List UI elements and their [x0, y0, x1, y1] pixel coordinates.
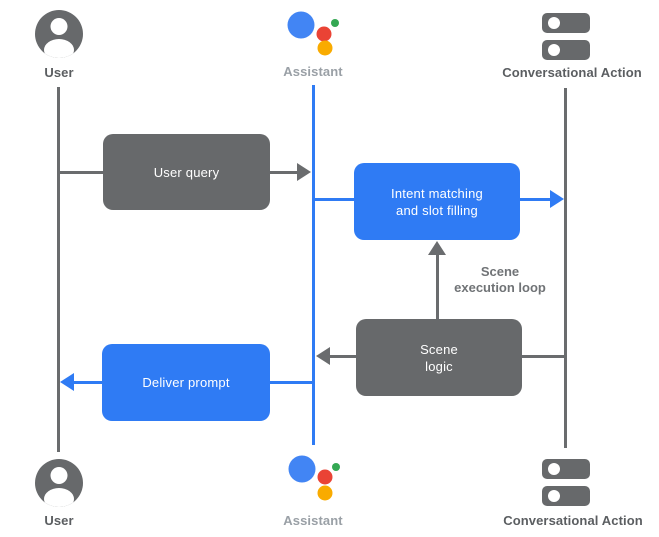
edge-scene-logic-to-intent: [436, 255, 439, 319]
intent-matching-node: Intent matching and slot filling: [354, 163, 520, 240]
intent-matching-label-line2: and slot filling: [396, 202, 478, 218]
edge-assistant-to-intent: [313, 198, 354, 201]
conversational-action-label-bottom: Conversational Action: [503, 513, 643, 528]
user-label-bottom: User: [44, 513, 74, 528]
arrowhead-intent-to-conversational-action: [550, 190, 564, 208]
assistant-label-top: Assistant: [283, 64, 343, 79]
edge-intent-to-conversational-action: [520, 198, 550, 201]
conversational-action-label-top: Conversational Action: [502, 65, 642, 80]
scene-execution-loop-line2: execution loop: [454, 280, 546, 295]
person-avatar-icon: [35, 459, 83, 507]
server-stack-icon: [542, 459, 590, 506]
edge-assistant-to-deliver-prompt: [270, 381, 314, 384]
edge-user-to-user-query: [57, 171, 104, 174]
edge-scene-logic-to-assistant: [330, 355, 356, 358]
user-query-node: User query: [103, 134, 270, 210]
conversational-action-lifeline: [564, 88, 567, 448]
scene-logic-label-line1: Scene: [420, 341, 458, 357]
assistant-lifeline: [312, 85, 315, 445]
scene-logic-label-line2: logic: [425, 358, 453, 374]
server-stack-icon: [542, 13, 590, 60]
edge-deliver-prompt-to-user: [74, 381, 102, 384]
google-assistant-icon: [288, 455, 340, 501]
person-avatar-icon: [35, 10, 83, 58]
edge-conversational-action-to-scene-logic: [522, 355, 566, 358]
arrowhead-scene-loop: [428, 241, 446, 255]
user-lifeline: [57, 87, 60, 452]
google-assistant-icon: [287, 11, 339, 56]
user-label-top: User: [44, 65, 74, 80]
arrowhead-user-query-to-assistant: [297, 163, 311, 181]
scene-execution-loop-label: Scene execution loop: [435, 264, 565, 296]
scene-execution-loop-line1: Scene: [480, 264, 520, 279]
deliver-prompt-node: Deliver prompt: [102, 344, 270, 421]
deliver-prompt-label: Deliver prompt: [142, 375, 230, 390]
scene-logic-node: Scene logic: [356, 319, 522, 396]
intent-matching-label-line1: Intent matching: [391, 185, 483, 201]
arrowhead-scene-logic-to-assistant: [316, 347, 330, 365]
assistant-label-bottom: Assistant: [283, 513, 343, 528]
arrowhead-deliver-prompt-to-user: [60, 373, 74, 391]
user-query-label: User query: [153, 164, 220, 180]
edge-user-query-to-assistant: [270, 171, 298, 174]
